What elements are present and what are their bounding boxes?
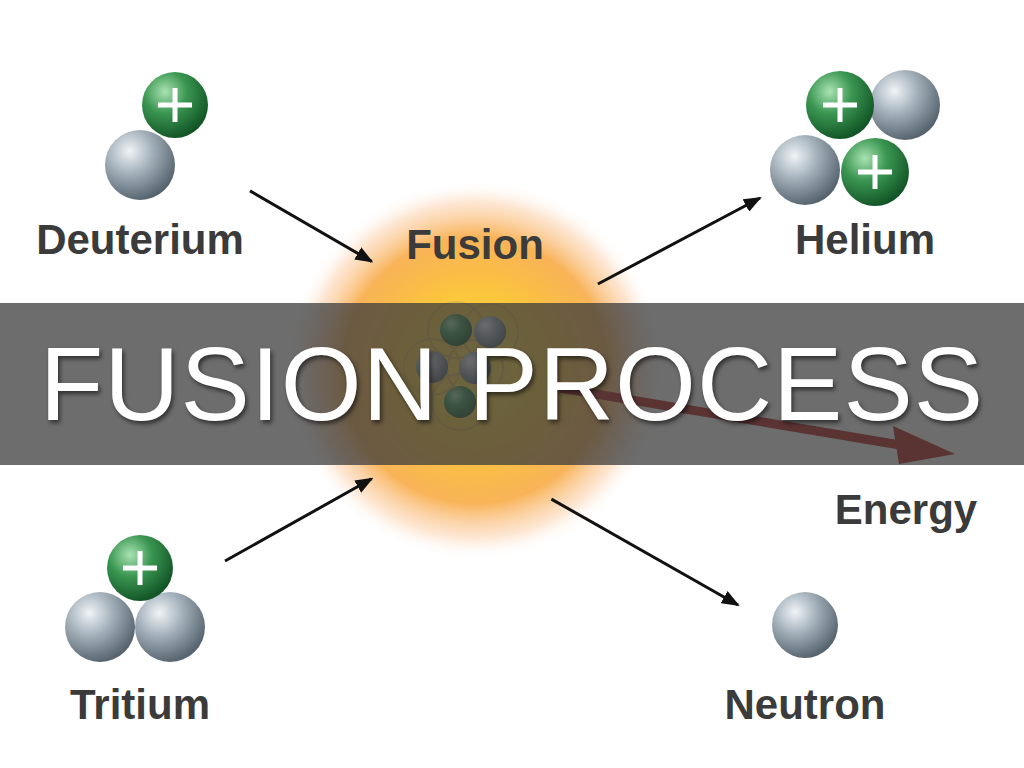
flow-arrow xyxy=(598,198,760,284)
neutron-sphere xyxy=(105,130,175,200)
label-group: Tritium xyxy=(55,680,225,730)
neutron-sphere xyxy=(135,592,205,662)
energy-label: Energy xyxy=(821,485,991,535)
label-group: Neutron xyxy=(720,680,890,730)
flow-arrow xyxy=(551,499,738,605)
title-banner: FUSION PROCESS xyxy=(0,303,1024,465)
neutron-sphere xyxy=(870,70,940,140)
plus-sign xyxy=(858,155,892,189)
label-group: Helium xyxy=(760,215,970,265)
neutron-sphere xyxy=(772,592,838,658)
plus-sign xyxy=(823,88,857,122)
node-label: Helium xyxy=(760,215,970,265)
proton-sphere xyxy=(142,72,208,138)
proton-sphere xyxy=(806,71,874,139)
node-label: Tritium xyxy=(55,680,225,730)
neutron-sphere xyxy=(65,592,135,662)
proton-sphere xyxy=(841,138,909,206)
label-group: Fusion xyxy=(325,220,625,270)
diagram-title: FUSION PROCESS xyxy=(40,324,984,444)
flow-arrow xyxy=(250,191,372,262)
label-group: Deuterium xyxy=(30,215,250,265)
neutron-sphere xyxy=(770,135,840,205)
plus-sign xyxy=(158,88,192,122)
plus-sign xyxy=(123,551,157,585)
node-label: Fusion xyxy=(325,220,625,270)
node-label: Deuterium xyxy=(30,215,250,265)
flow-arrow xyxy=(225,479,372,561)
node-label: Neutron xyxy=(720,680,890,730)
proton-sphere xyxy=(107,535,173,601)
